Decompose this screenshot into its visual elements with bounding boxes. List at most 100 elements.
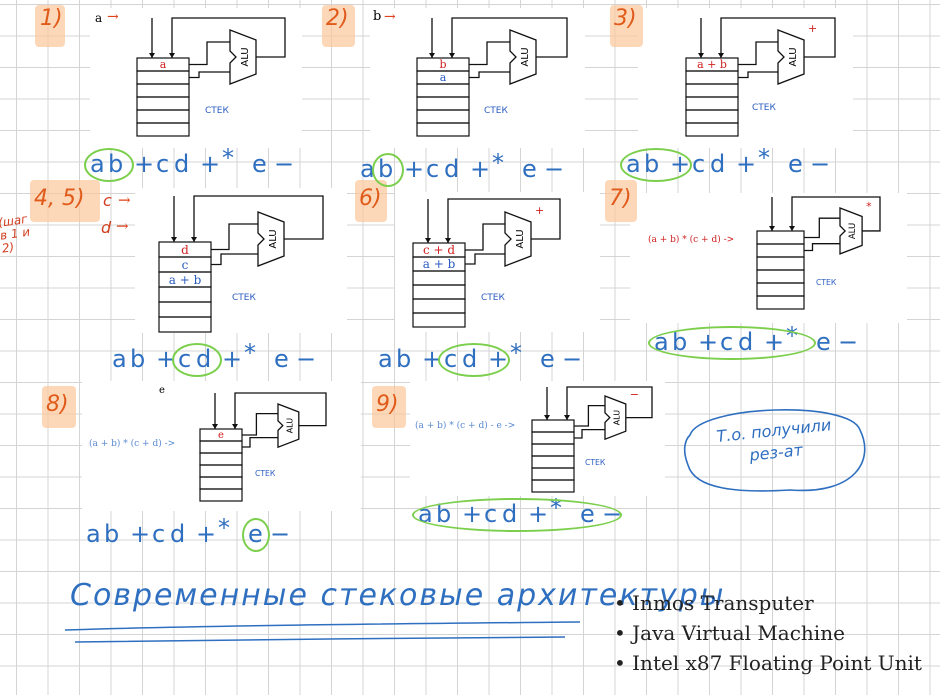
stack-cell [199, 452, 243, 466]
bullet-item: • Java Virtual Machine [614, 621, 845, 645]
wire [234, 392, 327, 429]
arrow-head [429, 53, 435, 58]
alu-shape [604, 395, 627, 441]
stack-cell [416, 122, 470, 137]
stack-cell [685, 96, 739, 111]
formula-token: c [426, 155, 443, 183]
stack-value: d [181, 243, 189, 257]
formula-token: d [710, 150, 729, 178]
stack-cell [685, 122, 739, 137]
stack-label: СТЕК [816, 278, 837, 287]
formula-token: + [156, 345, 180, 373]
stack-cell [531, 443, 575, 457]
stack-value: a + b [169, 273, 202, 287]
formula-token: b [130, 345, 149, 373]
wire [791, 196, 881, 232]
formula-highlight [242, 518, 270, 552]
formula-token: a [360, 155, 378, 183]
alu-shape [229, 29, 257, 85]
formula-token: e [816, 328, 834, 356]
step-number: 9) [376, 392, 399, 417]
stack-value: b [439, 58, 446, 71]
diagram-step-6 [395, 192, 600, 332]
wire [574, 428, 605, 439]
step-number: 1) [40, 6, 63, 31]
formula-token: * [510, 339, 525, 367]
stack-value: a + b [697, 58, 727, 71]
stack-cell [685, 83, 739, 98]
formula-token: + [736, 150, 760, 178]
stack-cell [412, 298, 466, 314]
formula-token: c [692, 150, 709, 178]
step-number: 6) [359, 186, 382, 211]
formula-highlight [648, 326, 816, 360]
stack-cell [199, 440, 243, 454]
alu-label: ALU [240, 47, 251, 66]
formula-token: d [170, 520, 189, 548]
formula-token: e [274, 345, 292, 373]
arrow-head [544, 415, 550, 420]
stack-value: a [440, 71, 447, 84]
alu-label: ALU [286, 418, 295, 434]
arrow-head [171, 237, 177, 242]
alu-label: ALU [788, 47, 799, 66]
stack-cell [531, 431, 575, 445]
formula-token: − [838, 328, 862, 356]
wire [193, 195, 324, 242]
formula-token: c [156, 150, 173, 178]
stack-value: e [218, 430, 224, 441]
wire [465, 253, 505, 265]
diagram-step-9 [410, 381, 665, 496]
stack-label: СТЕК [232, 293, 256, 303]
formula-token: * [492, 149, 507, 177]
arrow-head [718, 53, 724, 58]
wire [447, 198, 561, 243]
wire [469, 41, 510, 66]
formula-token: + [470, 155, 494, 183]
stack-cell [158, 286, 212, 303]
note-bubble [683, 409, 866, 492]
arrow-head [445, 238, 451, 243]
formula-highlight [412, 498, 622, 532]
wire [804, 243, 840, 252]
stack-cell [685, 70, 739, 85]
stack-cell [756, 295, 805, 310]
stack-cell [416, 109, 470, 124]
alu-shape [509, 29, 537, 85]
arrow-head [425, 238, 431, 243]
stack-cell [199, 464, 243, 478]
formula-highlight [84, 148, 134, 182]
formula-token: b [396, 345, 415, 373]
wire [171, 17, 286, 58]
formula-token: + [196, 520, 220, 548]
arrow-head [169, 53, 175, 58]
arrow-head [769, 226, 775, 231]
stack-cell [531, 467, 575, 481]
wire [242, 436, 278, 448]
stack-cell [158, 301, 212, 318]
stack-cell [199, 488, 243, 502]
formula-token: − [562, 345, 586, 373]
input-label: b [373, 9, 382, 24]
stack-cell [756, 269, 805, 284]
wire [242, 412, 278, 436]
step-number: 2) [326, 6, 349, 31]
alu-shape [777, 29, 805, 85]
arrow-head [789, 226, 795, 231]
stack-cell [756, 243, 805, 258]
stack-cell [531, 419, 575, 433]
formula-token: * [758, 144, 773, 172]
formula-token: + [130, 520, 154, 548]
stack-cell [136, 70, 190, 85]
stack-cell [756, 256, 805, 271]
formula-token: c [152, 520, 169, 548]
stack-label: СТЕК [255, 469, 276, 478]
wire [211, 223, 258, 251]
alu-op: + [808, 22, 817, 35]
stack-value: c [182, 258, 189, 272]
stack-cell [136, 109, 190, 124]
formula-token: + [200, 150, 224, 178]
input-label: c [103, 191, 112, 210]
formula-token: a [378, 345, 396, 373]
